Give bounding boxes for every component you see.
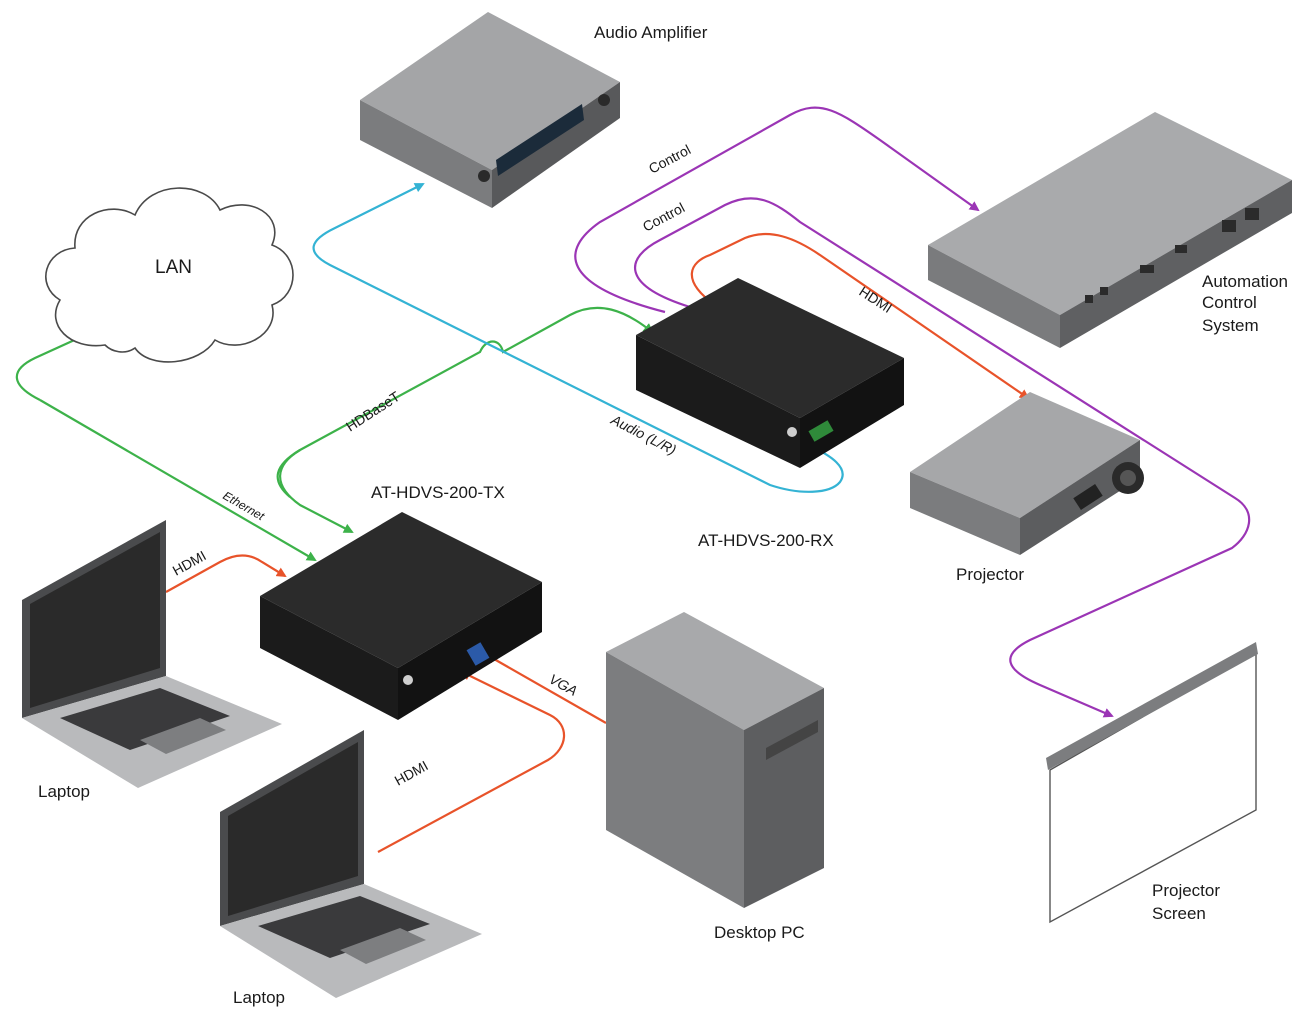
projector-device xyxy=(910,392,1144,555)
device-labels: Audio Amplifier LAN Automation Control S… xyxy=(38,23,1288,1007)
vga-label: VGA xyxy=(547,671,581,699)
tx-switcher-device xyxy=(260,512,542,720)
automation-label-line-3: System xyxy=(1202,316,1259,335)
laptop-1-device xyxy=(22,520,282,788)
hdmi-laptop-1-label: HDMI xyxy=(170,547,209,578)
ethernet-cable xyxy=(15,325,105,401)
projector-screen-device xyxy=(1046,642,1258,924)
hdmi-cable-laptop-2 xyxy=(377,671,566,853)
control-cable-screen xyxy=(634,197,1251,718)
desktop-pc-device xyxy=(606,612,824,908)
vga-cable xyxy=(485,654,607,724)
laptop-2-label: Laptop xyxy=(233,988,285,1007)
audio-cable xyxy=(312,183,844,493)
audio-amplifier-device xyxy=(360,12,620,208)
rx-extender-device xyxy=(636,278,904,468)
desktop-pc-label: Desktop PC xyxy=(714,923,805,942)
lan-label: LAN xyxy=(155,257,192,278)
cables xyxy=(15,106,1251,853)
laptop-1-label: Laptop xyxy=(38,782,90,801)
projector-label: Projector xyxy=(956,565,1024,584)
automation-control-system-device xyxy=(928,112,1292,348)
hdbaset-cable-tx-end xyxy=(279,449,354,533)
projector-screen-label-line-1: Projector xyxy=(1152,881,1220,900)
hdbaset-label: HDBaseT xyxy=(343,388,403,435)
ethernet-cable-tx-end xyxy=(39,399,317,562)
audio-amplifier-label: Audio Amplifier xyxy=(594,23,708,42)
hdmi-cable-laptop-1 xyxy=(165,554,287,593)
tx-label: AT-HDVS-200-TX xyxy=(371,483,505,502)
automation-label-line-1: Automation xyxy=(1202,272,1288,291)
automation-label-line-2: Control xyxy=(1202,293,1257,312)
hdbaset-cable xyxy=(276,306,654,498)
hdmi-cable-rx-projector xyxy=(690,232,1030,400)
control-label-1: Control xyxy=(646,141,693,176)
laptop-2-device xyxy=(220,730,482,998)
rx-label: AT-HDVS-200-RX xyxy=(698,531,834,550)
hdmi-rx-projector-label: HDMI xyxy=(856,283,895,316)
lan-cloud xyxy=(45,187,294,363)
hdmi-laptop-2-label: HDMI xyxy=(392,757,431,788)
projector-screen-label-line-2: Screen xyxy=(1152,904,1206,923)
control-cable-automation xyxy=(574,106,980,314)
